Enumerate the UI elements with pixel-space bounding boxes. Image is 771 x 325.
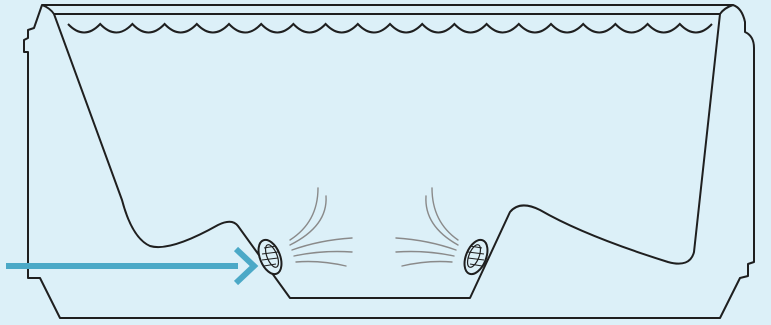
left-jet-water-flow bbox=[289, 187, 353, 267]
inner-basin bbox=[53, 13, 721, 299]
right-jet-nozzle bbox=[463, 238, 489, 276]
water-surface bbox=[67, 22, 713, 34]
outer-tub-shell bbox=[23, 4, 755, 319]
right-jet-water-flow bbox=[395, 187, 459, 267]
pointer-arrow bbox=[6, 246, 259, 286]
left-jet-nozzle bbox=[257, 238, 283, 276]
tub-rim bbox=[41, 4, 734, 15]
